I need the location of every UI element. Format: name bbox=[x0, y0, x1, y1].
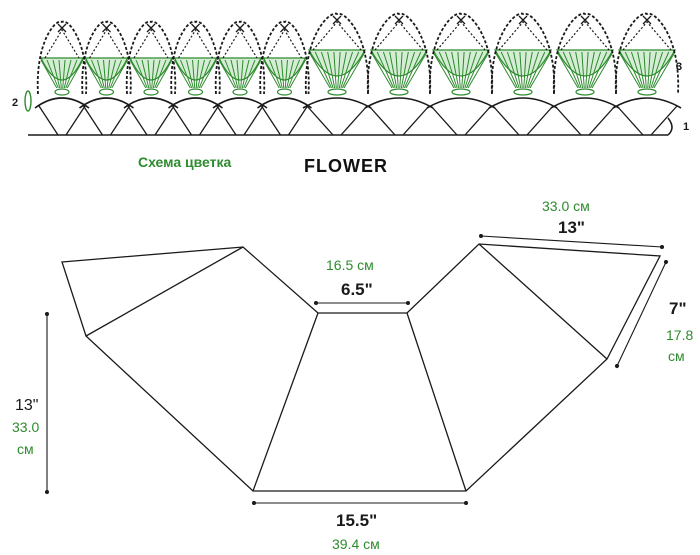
crochet-motif bbox=[612, 12, 682, 136]
bottom-in-label: 15.5" bbox=[336, 511, 377, 530]
right-side-cm-unit: см bbox=[668, 348, 685, 364]
left-height-in-label: 13" bbox=[15, 397, 38, 414]
base-chain-end-loop bbox=[667, 117, 673, 136]
crochet-motif bbox=[364, 12, 434, 136]
right-side-in-label: 7" bbox=[669, 299, 687, 318]
right-top-in-label: 13" bbox=[558, 218, 585, 237]
left-height-cm-value: 33.0 bbox=[12, 419, 39, 435]
dim-right-top bbox=[478, 233, 665, 250]
crochet-motif bbox=[257, 20, 312, 136]
row-number-3: 3 bbox=[676, 61, 682, 73]
dim-right-side bbox=[614, 259, 669, 369]
chart-title-english: FLOWER bbox=[304, 156, 388, 176]
motif-row bbox=[34, 12, 682, 136]
center-right-seam bbox=[406, 312, 467, 492]
crochet-motif bbox=[34, 20, 90, 136]
right-top-cm-label: 33.0 см bbox=[542, 198, 590, 214]
left-height-cm-unit: см bbox=[17, 441, 34, 457]
crochet-motif bbox=[79, 20, 134, 136]
left-panel-fold bbox=[85, 246, 244, 337]
crochet-motif bbox=[212, 20, 268, 136]
crochet-motif bbox=[168, 20, 223, 136]
flower-crochet-chart: 1 2 3 bbox=[12, 12, 689, 136]
row-number-2: 2 bbox=[12, 97, 18, 109]
chart-title-russian: Схема цветка bbox=[138, 154, 231, 170]
right-panel-fold bbox=[478, 243, 608, 360]
row-number-1: 1 bbox=[683, 121, 689, 133]
top-center-cm-label: 16.5 см bbox=[326, 257, 374, 273]
dimension-lines bbox=[44, 233, 669, 506]
right-side-cm-value: 17.8 bbox=[666, 327, 693, 343]
center-left-seam bbox=[252, 312, 319, 492]
crochet-motif bbox=[488, 12, 558, 136]
crochet-motif bbox=[550, 12, 620, 136]
crochet-motif bbox=[302, 12, 372, 136]
bottom-cm-label: 39.4 см bbox=[332, 536, 380, 552]
top-center-in-label: 6.5" bbox=[341, 280, 373, 299]
collar-schematic bbox=[61, 243, 662, 492]
row-2-start-loop bbox=[24, 90, 32, 112]
collar-outline bbox=[61, 243, 662, 492]
crochet-motif bbox=[123, 20, 179, 136]
crochet-motif bbox=[426, 12, 496, 136]
